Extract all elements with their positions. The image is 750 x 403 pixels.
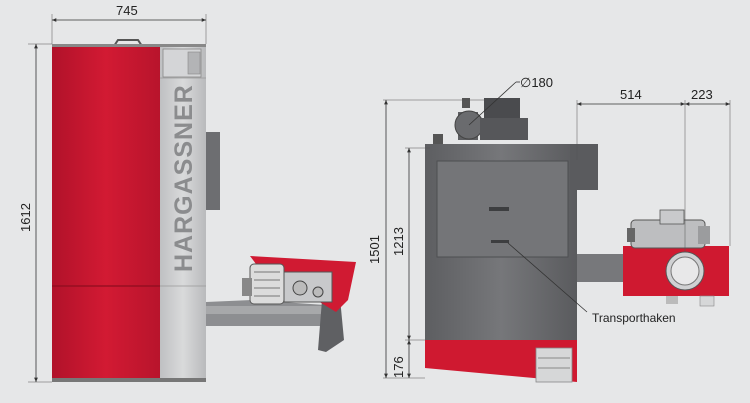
dim-height-bottom: 176	[391, 356, 406, 378]
brand-logo: HARGASSNER	[170, 84, 198, 272]
dim-offset-right: 514	[620, 87, 642, 102]
front-view-boiler: 1501 1213 176 ∅180 514 223 Transporthake…	[367, 75, 731, 383]
dim-diameter: ∅180	[520, 75, 553, 90]
side-view-boiler: HARGASSNER 745 1612	[18, 3, 356, 383]
dim-width-left: 745	[116, 3, 138, 18]
grey-front-panel	[160, 47, 206, 380]
red-casing-side	[52, 47, 160, 380]
motor-front	[627, 209, 710, 249]
dim-offset-far: 223	[691, 87, 713, 102]
dim-height-mid: 1213	[391, 227, 406, 256]
transport-hook-label: Transporthaken	[592, 311, 676, 325]
dim-height-right: 1501	[367, 235, 382, 264]
motor-assembly-side	[242, 263, 333, 305]
dim-height-left: 1612	[18, 203, 33, 232]
